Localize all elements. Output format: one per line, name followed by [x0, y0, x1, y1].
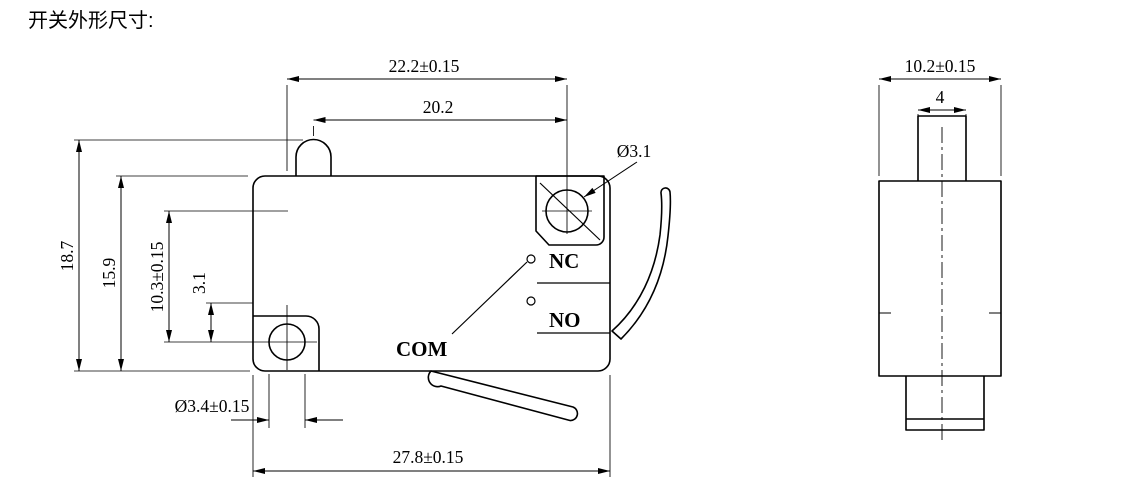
- dimension-text: 27.8±0.15: [393, 447, 464, 467]
- com-label: COM: [396, 337, 448, 361]
- lever-arm-bottom: [427, 370, 579, 422]
- dimension-hole-bottom-dia: Ø3.4±0.15: [175, 374, 343, 428]
- dimension-side-width: 10.2±0.15: [878, 56, 1002, 176]
- dimension-text: Ø3.1: [617, 141, 652, 161]
- dimension-text: 10.2±0.15: [905, 56, 976, 76]
- dimension-text: 4: [936, 87, 945, 107]
- plunger-outline: [295, 138, 332, 176]
- nc-contact-point: [526, 254, 536, 264]
- dimension-text: 15.9: [99, 257, 119, 288]
- contact-mechanism: [451, 254, 610, 335]
- dimension-hole-top-dia: Ø3.1: [583, 141, 652, 198]
- dimension-width-holes: 22.2±0.15: [286, 56, 568, 234]
- mounting-boss-outline: [253, 315, 320, 371]
- side-body-outline: [878, 180, 1002, 377]
- leader-line: [583, 161, 638, 198]
- dimension-text: 20.2: [423, 97, 454, 117]
- page-title: 开关外形尺寸:: [28, 9, 154, 32]
- lever-arm-right: [611, 187, 672, 340]
- side-plunger-outline: [917, 115, 967, 181]
- moving-contact-blade: [451, 261, 528, 335]
- dimension-width-body: 27.8±0.15: [252, 375, 611, 477]
- dimension-text: 22.2±0.15: [389, 56, 460, 76]
- side-view: 10.2±0.15 4: [878, 56, 1002, 444]
- dimension-height-body: 15.9: [99, 175, 248, 371]
- mounting-hole-diagonal: [539, 182, 601, 241]
- dimension-text: 10.3±0.15: [147, 241, 167, 312]
- nc-label: NC: [549, 249, 579, 273]
- dimension-height-total: 18.7: [57, 139, 303, 372]
- dimension-text: 18.7: [57, 240, 77, 271]
- side-bottom-block-outline: [905, 376, 985, 431]
- no-label: NO: [549, 308, 581, 332]
- dimension-text: 3.1: [189, 272, 209, 294]
- dimension-width-plunger-to-hole: 20.2: [313, 97, 567, 136]
- mounting-boss-outline: [535, 175, 605, 246]
- dimension-side-plunger-width: 4: [917, 87, 967, 128]
- no-contact-point: [526, 296, 536, 306]
- dimension-text: Ø3.4±0.15: [175, 396, 250, 416]
- dimension-hole-spacing-vertical: 10.3±0.15: [147, 210, 317, 343]
- front-view: NC NO COM 22.2±0.15 20.2 Ø3.1: [57, 56, 672, 477]
- dimension-height-offset: 3.1: [189, 272, 253, 342]
- switch-body-outline: [252, 175, 611, 372]
